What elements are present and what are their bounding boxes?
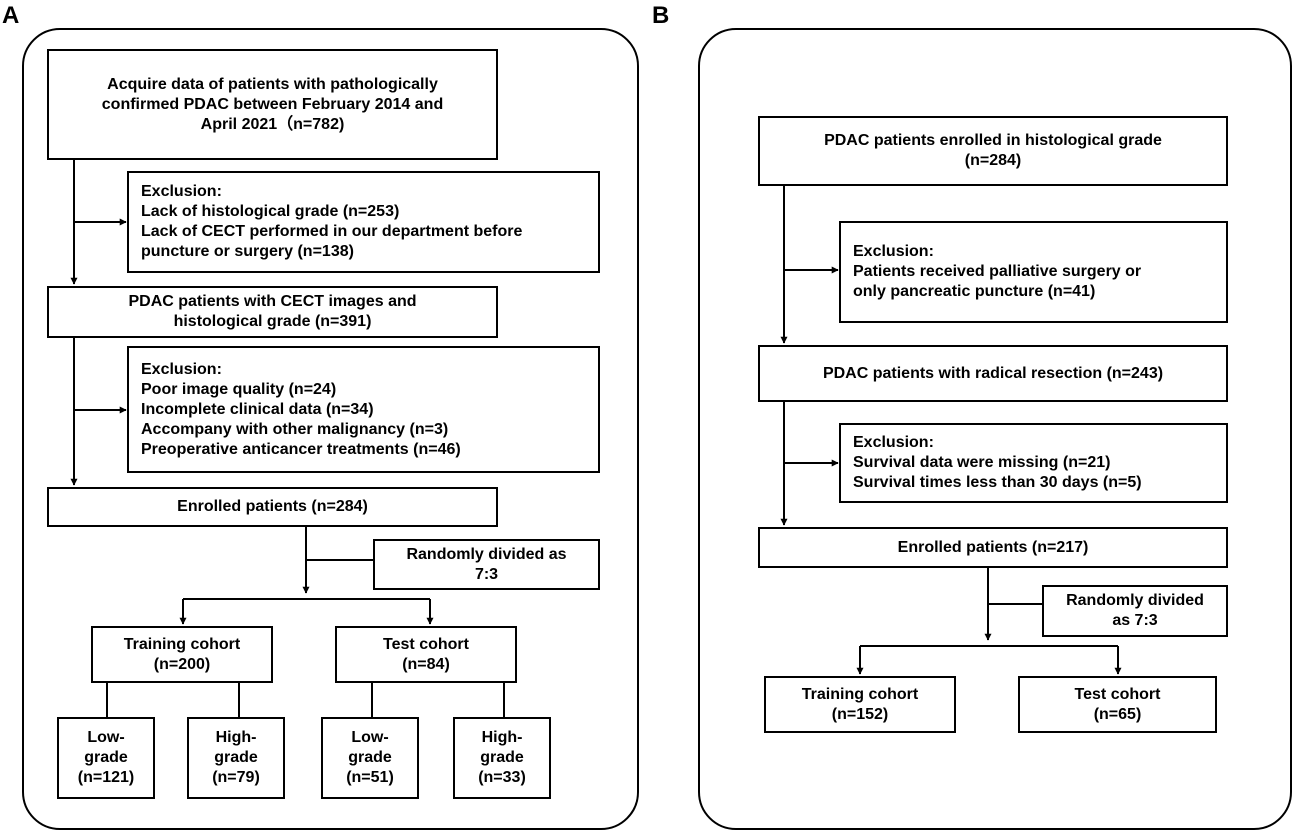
panel-b-label: B	[652, 2, 670, 29]
box-test-b: Test cohort (n=65)	[1018, 676, 1217, 733]
box-training-low-grade: Low- grade (n=121)	[57, 717, 155, 799]
box-training-a: Training cohort (n=200)	[91, 626, 273, 683]
box-training-b: Training cohort (n=152)	[764, 676, 956, 733]
panel-a-label: A	[2, 2, 20, 29]
panel-a-frame	[22, 28, 639, 830]
box-training-high-grade: High- grade (n=79)	[187, 717, 285, 799]
box-acquire-data: Acquire data of patients with pathologic…	[47, 49, 498, 160]
box-enrolled-a: Enrolled patients (n=284)	[47, 487, 498, 527]
box-cect-patients: PDAC patients with CECT images and histo…	[47, 286, 498, 338]
box-radical-resection: PDAC patients with radical resection (n=…	[758, 345, 1228, 402]
box-exclusion-2-b: Exclusion: Survival data were missing (n…	[839, 423, 1228, 503]
box-enrolled-histological: PDAC patients enrolled in histological g…	[758, 116, 1228, 186]
panel-b-frame	[698, 28, 1292, 830]
box-test-a: Test cohort (n=84)	[335, 626, 517, 683]
box-exclusion-1-b: Exclusion: Patients received palliative …	[839, 221, 1228, 323]
box-test-high-grade: High- grade (n=33)	[453, 717, 551, 799]
box-enrolled-b: Enrolled patients (n=217)	[758, 527, 1228, 568]
box-exclusion-2: Exclusion: Poor image quality (n=24) Inc…	[127, 346, 600, 473]
box-random-b: Randomly divided as 7:3	[1042, 585, 1228, 637]
box-test-low-grade: Low- grade (n=51)	[321, 717, 419, 799]
box-exclusion-1: Exclusion: Lack of histological grade (n…	[127, 171, 600, 273]
box-random-a: Randomly divided as 7:3	[373, 539, 600, 590]
